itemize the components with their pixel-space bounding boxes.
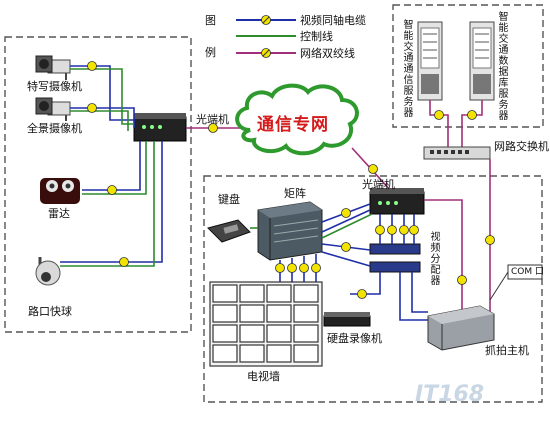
network-cloud: [235, 83, 359, 156]
matrix-label: 矩阵: [284, 187, 306, 200]
field-region-box: [4, 36, 192, 333]
video-distributor-label: 视频分配器: [430, 232, 441, 287]
center-cable-markers: [275, 208, 495, 299]
left-transceiver-label: 光端机: [196, 113, 229, 126]
legend-control-line: 控制线: [300, 30, 333, 43]
center-transceiver-label: 光端机: [362, 178, 395, 191]
capture-camera-icon: [35, 55, 71, 80]
server-wiring: [429, 100, 483, 147]
capture-camera-label: 特写摄像机: [27, 80, 82, 93]
server-region-box: [392, 4, 544, 128]
comm-server-icon: [417, 21, 443, 101]
left-transceiver-icon: [133, 113, 187, 142]
network-switch-label: 网路交换机: [494, 140, 549, 153]
radar-label: 雷达: [48, 207, 70, 220]
center-transceiver-icon: [369, 188, 425, 215]
dome-camera-icon: [35, 257, 61, 286]
center-region-box: [203, 175, 543, 403]
tv-wall-icon: [209, 281, 323, 367]
panorama-camera-icon: [35, 97, 71, 121]
field-cable-markers: [87, 61, 218, 267]
com-pointer: [489, 271, 509, 301]
data-server-label: 智能交通数据库服务器: [498, 12, 509, 122]
com-port-label: COM 口: [511, 267, 544, 277]
legend-title-li: 例: [205, 46, 216, 59]
keyboard-icon: [207, 219, 251, 243]
matrix-icon: [257, 201, 323, 261]
keyboard-label: 键盘: [218, 193, 240, 206]
legend-lines: [236, 15, 296, 58]
legend-network-line: 网络双绞线: [300, 47, 355, 60]
field-wiring: [60, 65, 240, 267]
capture-host-label: 抓拍主机: [485, 344, 529, 357]
dvr-icon: [323, 312, 371, 327]
legend-title-tu: 图: [205, 14, 216, 27]
tv-wall-label: 电视墙: [247, 370, 280, 383]
video-distributor-icon: [369, 243, 421, 273]
server-link-marker-1: [434, 110, 444, 120]
watermark-logo: IT168: [415, 382, 485, 407]
panorama-camera-label: 全景摄像机: [27, 122, 82, 135]
server-link-marker-2: [467, 110, 477, 120]
data-server-icon: [469, 21, 495, 101]
capture-host-icon: [427, 305, 495, 351]
com-port-box: [507, 264, 543, 280]
legend-video-cable: 视频同轴电缆: [300, 14, 366, 27]
radar-icon: [40, 178, 80, 204]
comm-network-label: 通信专网: [257, 115, 329, 135]
cloud-link-marker: [368, 164, 378, 174]
network-switch-icon: [423, 146, 491, 160]
comm-server-label: 智能交通通信服务器: [403, 20, 414, 119]
dvr-label: 硬盘录像机: [327, 332, 382, 345]
dome-camera-label: 路口快球: [28, 305, 72, 318]
